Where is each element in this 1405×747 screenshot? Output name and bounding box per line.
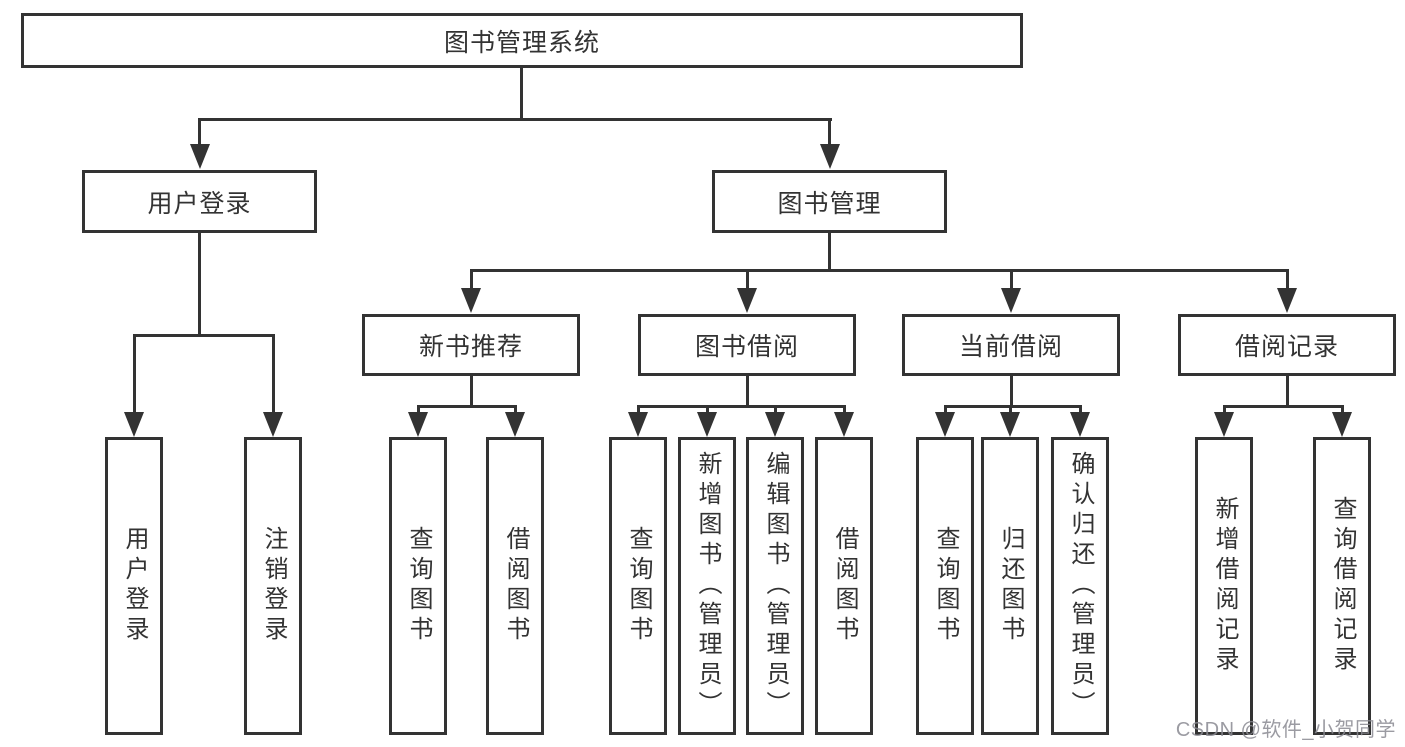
node-label: 查询图书 <box>932 526 959 646</box>
node-label: 借阅图书 <box>831 526 858 646</box>
node-book-management: 图书管理 <box>712 170 947 233</box>
node-label: 图书管理 <box>777 189 882 218</box>
connector-line <box>470 375 473 408</box>
arrow-down-icon <box>1001 288 1021 313</box>
node-library-system: 图书管理系统 <box>21 13 1023 68</box>
connector-line <box>198 118 201 150</box>
connector-line <box>637 405 846 408</box>
connector-line <box>944 405 1082 408</box>
leaf-edit-book-admin: 编辑图书（管理员） <box>746 437 804 735</box>
node-current-borrow: 当前借阅 <box>902 314 1120 376</box>
leaf-query-borrow-record: 查询借阅记录 <box>1313 437 1371 735</box>
arrow-down-icon <box>697 412 717 437</box>
arrow-down-icon <box>820 144 840 169</box>
leaf-borrow-books-recommend: 借阅图书 <box>486 437 544 735</box>
leaf-query-books-borrow: 查询图书 <box>609 437 667 735</box>
node-borrow-records: 借阅记录 <box>1178 314 1396 376</box>
connector-line <box>417 405 517 408</box>
node-label: 借阅记录 <box>1234 333 1339 361</box>
connector-line <box>470 269 473 292</box>
connector-line <box>198 118 832 121</box>
node-label: 查询图书 <box>405 526 432 646</box>
arrow-down-icon <box>1070 412 1090 437</box>
leaf-borrow-books: 借阅图书 <box>815 437 873 735</box>
node-user-login: 用户登录 <box>82 170 317 233</box>
connector-line <box>520 67 523 120</box>
connector-line <box>828 118 831 150</box>
leaf-add-borrow-record: 新增借阅记录 <box>1195 437 1253 735</box>
connector-line <box>1223 405 1344 408</box>
arrow-down-icon <box>124 412 144 437</box>
connector-line <box>133 334 275 337</box>
arrow-down-icon <box>263 412 283 437</box>
arrow-down-icon <box>190 144 210 169</box>
node-label: 归还图书 <box>997 526 1024 646</box>
arrow-down-icon <box>1214 412 1234 437</box>
node-label: 当前借阅 <box>958 333 1063 361</box>
node-label: 图书管理系统 <box>443 28 600 57</box>
node-book-borrow: 图书借阅 <box>638 314 856 376</box>
leaf-confirm-return-admin: 确认归还（管理员） <box>1051 437 1109 735</box>
node-label: 新增借阅记录 <box>1211 496 1238 676</box>
connector-line <box>470 269 1288 272</box>
leaf-query-books-current: 查询图书 <box>916 437 974 735</box>
node-label: 用户登录 <box>121 526 148 646</box>
node-label: 查询借阅记录 <box>1329 496 1356 676</box>
leaf-query-books-recommend: 查询图书 <box>389 437 447 735</box>
arrow-down-icon <box>408 412 428 437</box>
connector-line <box>1286 375 1289 408</box>
leaf-return-book: 归还图书 <box>981 437 1039 735</box>
connector-line <box>1010 375 1013 408</box>
node-label: 图书借阅 <box>694 333 799 361</box>
arrow-down-icon <box>834 412 854 437</box>
arrow-down-icon <box>628 412 648 437</box>
arrow-down-icon <box>461 288 481 313</box>
node-label: 用户登录 <box>147 189 252 218</box>
arrow-down-icon <box>1277 288 1297 313</box>
node-label: 确认归还（管理员） <box>1067 451 1094 721</box>
arrow-down-icon <box>765 412 785 437</box>
node-label: 借阅图书 <box>502 526 529 646</box>
connector-line <box>1010 269 1013 292</box>
arrow-down-icon <box>505 412 525 437</box>
node-label: 注销登录 <box>260 526 287 646</box>
connector-line <box>1286 269 1289 292</box>
node-label: 编辑图书（管理员） <box>762 451 789 721</box>
connector-line <box>133 334 136 416</box>
leaf-add-book-admin: 新增图书（管理员） <box>678 437 736 735</box>
arrow-down-icon <box>1000 412 1020 437</box>
leaf-user-login: 用户登录 <box>105 437 163 735</box>
arrow-down-icon <box>737 288 757 313</box>
node-label: 新书推荐 <box>418 333 523 361</box>
node-label: 查询图书 <box>625 526 652 646</box>
node-new-book-recommend: 新书推荐 <box>362 314 580 376</box>
node-label: 新增图书（管理员） <box>694 451 721 721</box>
connector-line <box>746 269 749 292</box>
connector-line <box>746 375 749 408</box>
arrow-down-icon <box>1332 412 1352 437</box>
arrow-down-icon <box>935 412 955 437</box>
connector-line <box>198 232 201 336</box>
connector-line <box>828 232 831 272</box>
leaf-logout: 注销登录 <box>244 437 302 735</box>
connector-line <box>272 334 275 416</box>
